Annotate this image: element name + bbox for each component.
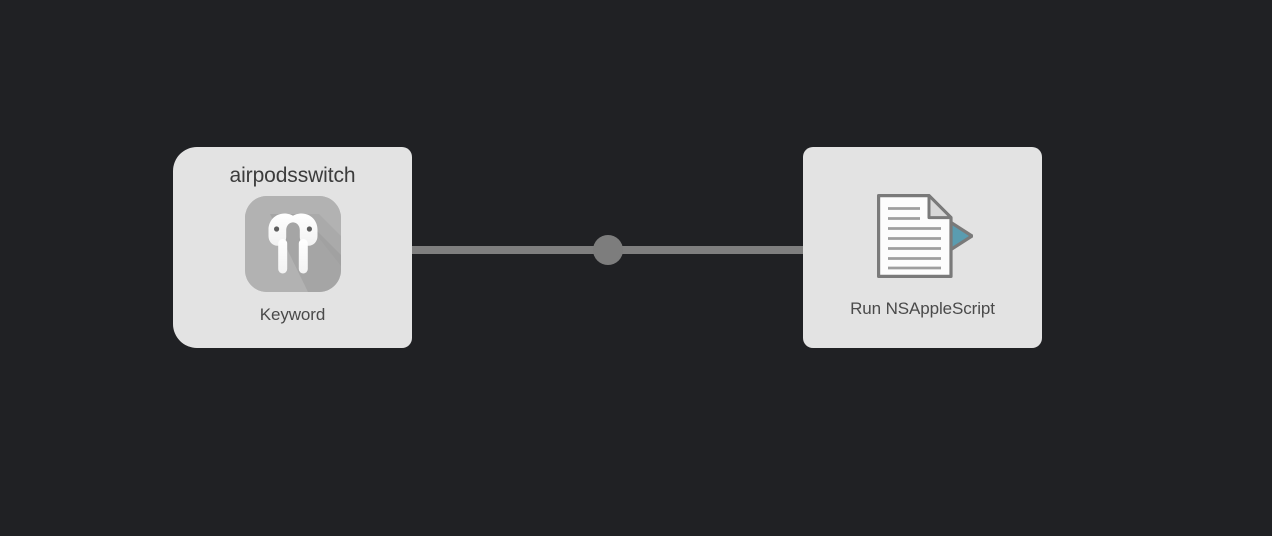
airpod-left-sensor-dot	[273, 226, 279, 232]
node-icon-slot	[873, 190, 973, 282]
node-subtitle-run-nsapplescript: Run NSAppleScript	[850, 299, 995, 318]
workflow-node-keyword-trigger[interactable]: airpodsswitch	[173, 147, 412, 348]
node-title: airpodsswitch	[229, 164, 356, 187]
applescript-document-icon	[876, 194, 973, 278]
node-icon-slot	[244, 196, 341, 292]
connection-knob-handle[interactable]	[593, 235, 623, 265]
airpods-icon	[244, 196, 341, 292]
connection-between-nodes[interactable]	[404, 226, 812, 274]
workflow-node-run-nsapplescript[interactable]: Run NSAppleScript	[803, 147, 1042, 348]
airpod-right-sensor-dot	[306, 226, 312, 232]
document-text-lines	[887, 207, 941, 270]
node-subtitle-keyword: Keyword	[259, 305, 326, 324]
document-fold-corner	[927, 194, 952, 220]
